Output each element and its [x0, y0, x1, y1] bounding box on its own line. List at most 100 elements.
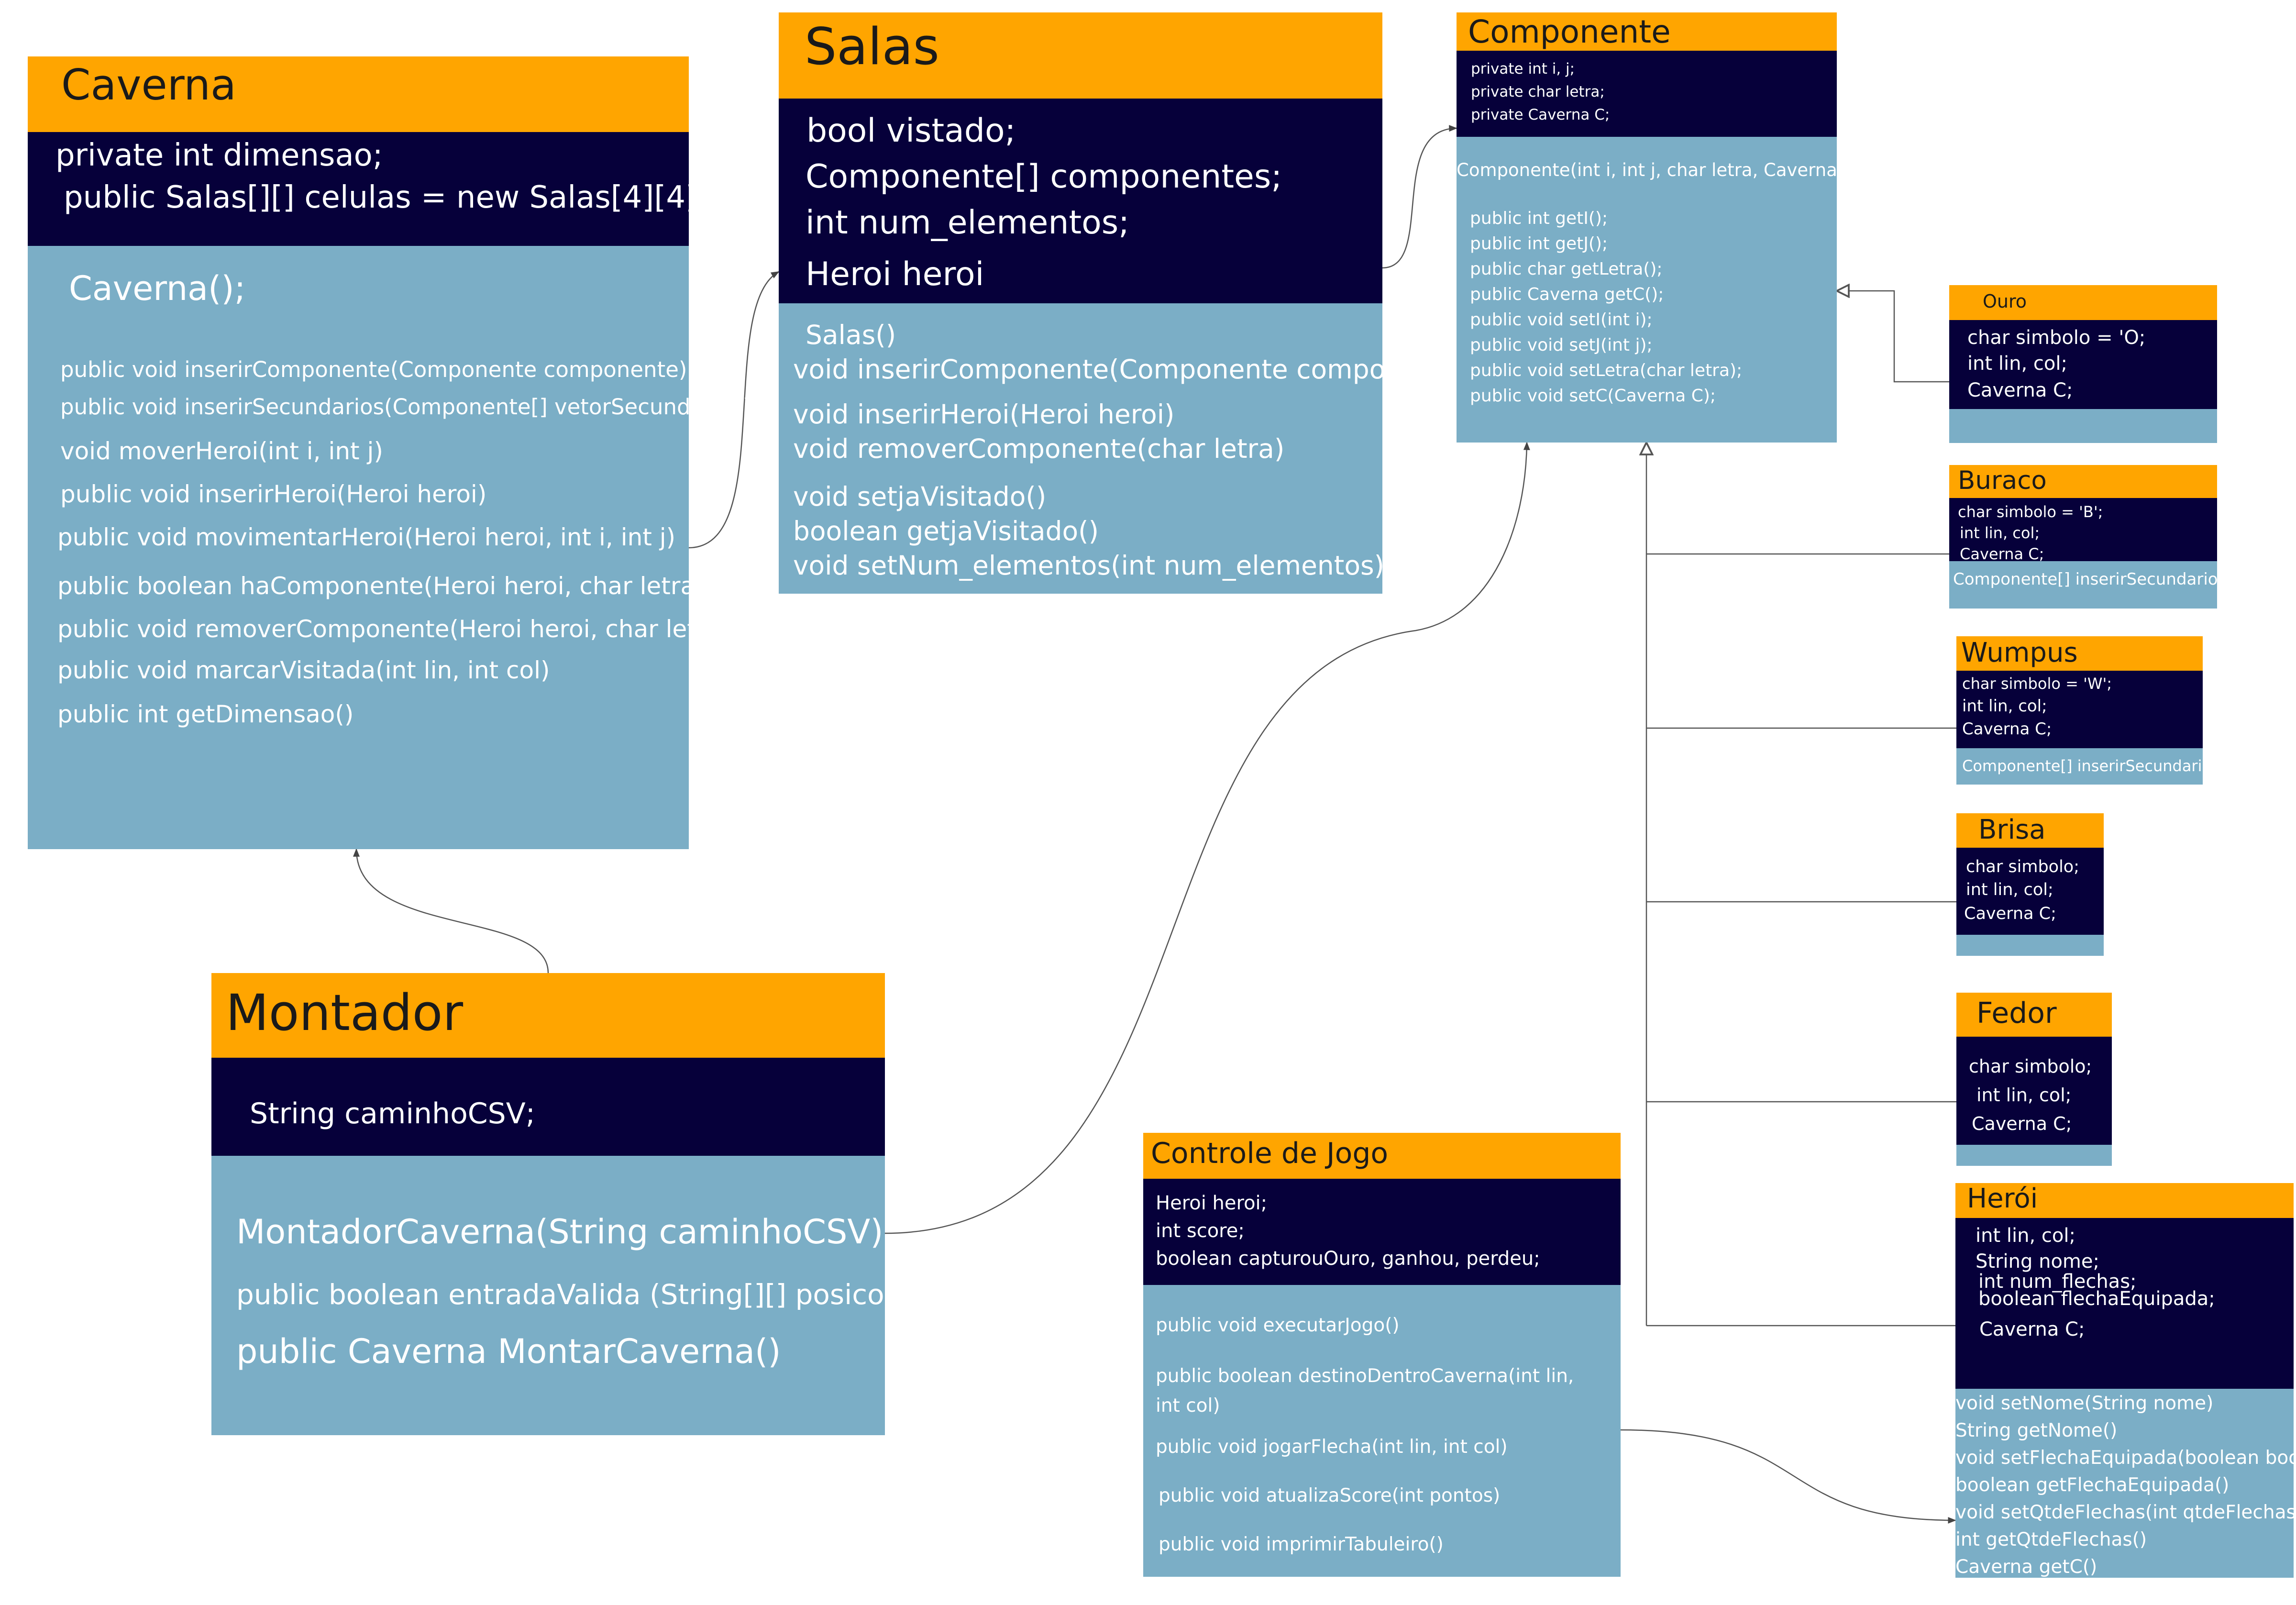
caverna-method-7: public boolean haComponente(Heroi heroi,…	[57, 572, 705, 600]
salas-method-6: boolean getjaVisitado()	[793, 516, 1099, 546]
buraco-header: Buraco	[1949, 465, 2217, 498]
controle-title: Controle de Jogo	[1151, 1137, 1389, 1170]
brisa-header: Brisa	[1956, 813, 2104, 848]
caverna-attr-1: private int dimensao;	[55, 138, 383, 173]
heroi-attr-4: boolean flechaEquipada;	[1978, 1288, 2215, 1310]
brisa-attributes: char simbolo; int lin, col; Caverna C;	[1956, 848, 2104, 935]
wumpus-attr-3: Caverna C;	[1962, 719, 2052, 739]
componente-method-7: public void setJ(int j);	[1470, 335, 1653, 355]
caverna-method-6: public void movimentarHeroi(Heroi heroi,…	[57, 523, 676, 551]
wumpus-methods: Componente[] inserirSecundarios()	[1956, 748, 2231, 785]
fedor-attr-1: char simbolo;	[1969, 1056, 2092, 1077]
heroi-method-7: Caverna getC()	[1955, 1556, 2097, 1578]
salas-header: Salas	[779, 12, 1382, 99]
buraco-attr-2: int lin, col;	[1960, 524, 2040, 542]
salas-componente-connector	[1382, 125, 1457, 269]
componente-attr-3: private Caverna C;	[1471, 106, 1610, 123]
caverna-method-1: Caverna();	[69, 269, 246, 308]
controle-method-5: public void imprimirTabuleiro()	[1159, 1534, 1444, 1555]
componente-methods: Componente(int i, int j, char letra, Cav…	[1457, 137, 1862, 443]
buraco-class[interactable]: Buraco char simbolo = 'B'; int lin, col;…	[1949, 465, 2239, 609]
salas-methods: Salas() void inserirComponente(Component…	[779, 303, 1472, 594]
controle-attr-2: int score;	[1156, 1220, 1245, 1242]
heroi-attributes: int lin, col; String nome; int num_flech…	[1955, 1218, 2294, 1389]
fedor-title: Fedor	[1976, 996, 2057, 1030]
caverna-attributes: private int dimensao; public Salas[][] c…	[28, 132, 708, 246]
caverna-method-4: void moverHeroi(int i, int j)	[60, 437, 383, 465]
ouro-inheritance	[1837, 291, 1949, 383]
montador-method-1: MontadorCaverna(String caminhoCSV);	[236, 1212, 895, 1251]
montador-method-2: public boolean entradaValida (String[][]…	[236, 1278, 927, 1311]
caverna-methods: Caverna(); public void inserirComponente…	[28, 246, 751, 849]
ouro-title: Ouro	[1983, 291, 2027, 312]
componente-method-1: Componente(int i, int j, char letra, Cav…	[1457, 160, 1862, 180]
fedor-header: Fedor	[1956, 993, 2112, 1037]
caverna-salas-connector	[688, 271, 780, 549]
salas-attributes: bool vistado; Componente[] componentes; …	[779, 99, 1382, 303]
buraco-attributes: char simbolo = 'B'; int lin, col; Cavern…	[1949, 498, 2217, 563]
buraco-title: Buraco	[1958, 466, 2047, 495]
salas-method-3: void inserirHeroi(Heroi heroi)	[793, 399, 1175, 430]
componente-method-3: public int getJ();	[1470, 234, 1608, 254]
buraco-attr-3: Caverna C;	[1960, 545, 2044, 563]
fedor-attr-3: Caverna C;	[1972, 1113, 2072, 1134]
ouro-methods	[1949, 409, 2217, 443]
componente-method-2: public int getI();	[1470, 209, 1608, 228]
montador-header: Montador	[211, 973, 885, 1058]
controle-header: Controle de Jogo	[1143, 1133, 1621, 1179]
caverna-title: Caverna	[61, 60, 236, 110]
salas-method-7: void setNum_elementos(int num_elementos)	[793, 550, 1385, 581]
controle-method-2: public boolean destinoDentroCaverna(int …	[1156, 1365, 1574, 1417]
controle-heroi-connector	[1620, 1429, 1956, 1524]
componente-method-6: public void setI(int i);	[1470, 310, 1653, 330]
salas-class[interactable]: Salas bool vistado; Componente[] compone…	[779, 12, 1472, 594]
salas-title: Salas	[805, 17, 939, 76]
heroi-method-8: public char getLetra()	[1955, 1583, 2158, 1605]
caverna-header: Caverna	[28, 56, 689, 132]
montador-attributes: String caminhoCSV;	[211, 1058, 885, 1156]
heroi-method-2: String getNome()	[1955, 1420, 2118, 1441]
montador-attr-1: String caminhoCSV;	[250, 1097, 536, 1130]
caverna-method-8: public void removerComponente(Heroi hero…	[57, 615, 730, 643]
wumpus-header: Wumpus	[1956, 636, 2203, 671]
montador-title: Montador	[226, 984, 464, 1042]
wumpus-attr-1: char simbolo = 'W';	[1962, 675, 2112, 693]
montador-methods: MontadorCaverna(String caminhoCSV); publ…	[211, 1156, 927, 1435]
wumpus-class[interactable]: Wumpus char simbolo = 'W'; int lin, col;…	[1956, 636, 2231, 785]
ouro-attr-1: char simbolo = 'O;	[1967, 327, 2146, 349]
brisa-class[interactable]: Brisa char simbolo; int lin, col; Cavern…	[1956, 813, 2104, 956]
fedor-class[interactable]: Fedor char simbolo; int lin, col; Cavern…	[1956, 993, 2112, 1166]
heroi-class[interactable]: Herói int lin, col; String nome; int num…	[1955, 1183, 2296, 1605]
brisa-title: Brisa	[1978, 814, 2046, 845]
ouro-class[interactable]: Ouro char simbolo = 'O; int lin, col; Ca…	[1949, 285, 2217, 443]
salas-method-4: void removerComponente(char letra)	[793, 433, 1285, 464]
brisa-methods	[1956, 935, 2104, 956]
salas-method-5: void setjaVisitado()	[793, 481, 1047, 512]
controle-class[interactable]: Controle de Jogo Heroi heroi; int score;…	[1143, 1133, 1621, 1577]
wumpus-attributes: char simbolo = 'W'; int lin, col; Cavern…	[1956, 671, 2203, 748]
salas-method-1: Salas()	[806, 320, 896, 350]
componente-class[interactable]: Componente private int i, j; private cha…	[1457, 12, 1862, 443]
caverna-class[interactable]: Caverna private int dimensao; public Sal…	[28, 56, 751, 849]
componente-title: Componente	[1468, 13, 1671, 50]
caverna-attr-2: public Salas[][] celulas = new Salas[4][…	[64, 180, 708, 215]
ouro-attributes: char simbolo = 'O; int lin, col; Caverna…	[1949, 320, 2217, 409]
controle-attributes: Heroi heroi; int score; boolean capturou…	[1143, 1179, 1621, 1285]
heroi-title: Herói	[1967, 1183, 2038, 1214]
heroi-methods: void setNome(String nome) String getNome…	[1955, 1389, 2296, 1605]
componente-method-8: public void setLetra(char letra);	[1470, 361, 1743, 380]
controle-method-3: public void jogarFlecha(int lin, int col…	[1156, 1436, 1508, 1458]
caverna-method-5: public void inserirHeroi(Heroi heroi)	[60, 480, 487, 508]
componente-method-4: public char getLetra();	[1470, 259, 1663, 279]
fedor-methods	[1956, 1145, 2112, 1166]
ouro-attr-2: int lin, col;	[1967, 353, 2067, 375]
montador-class[interactable]: Montador String caminhoCSV; MontadorCave…	[211, 973, 927, 1435]
heroi-attr-3: int num_flechas;	[1978, 1271, 2137, 1293]
wumpus-method-1: Componente[] inserirSecundarios()	[1962, 757, 2231, 775]
fedor-attributes: char simbolo; int lin, col; Caverna C;	[1956, 1037, 2112, 1145]
componente-attr-1: private int i, j;	[1471, 60, 1575, 77]
salas-attr-1: bool vistado;	[806, 112, 1016, 150]
montador-componente-connector	[884, 442, 1530, 1234]
salas-attr-3: int num_elementos;	[806, 204, 1130, 242]
heroi-method-5: void setQtdeFlechas(int qtdeFlechas)	[1955, 1502, 2296, 1523]
